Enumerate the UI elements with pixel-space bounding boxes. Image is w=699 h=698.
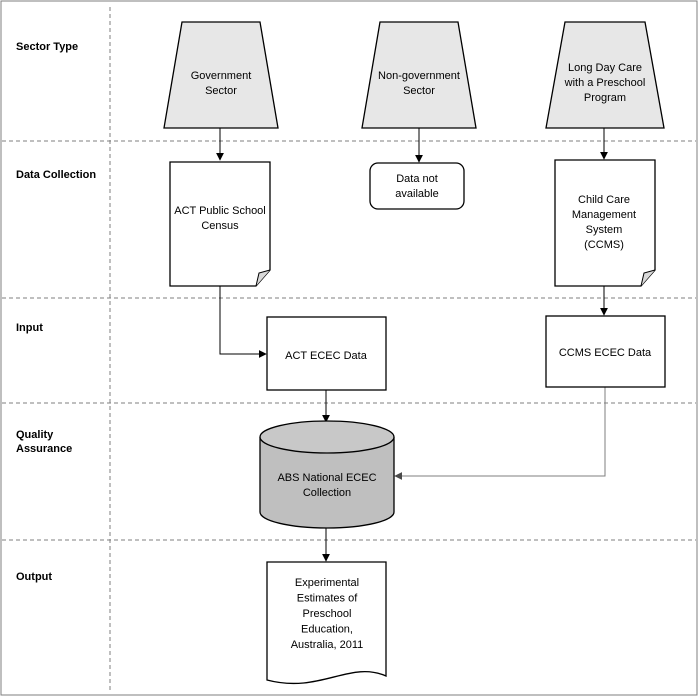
- trapezoid-shape: [361, 21, 477, 129]
- page-fold: [255, 269, 271, 287]
- lane-labels: Sector Type Data Collection Input Qualit…: [16, 41, 96, 583]
- node-label: ACT ECEC Data: [285, 350, 368, 362]
- node-ccms-ecec-data: CCMS ECEC Data: [545, 315, 666, 388]
- wavy-document-shape: [266, 561, 387, 685]
- lane-label-output: Output: [16, 571, 52, 583]
- lane-label-input: Input: [16, 322, 43, 334]
- process-box: [266, 316, 387, 391]
- document-shape: [554, 159, 656, 287]
- trapezoid-shape: [545, 21, 665, 129]
- process-box: [545, 315, 666, 388]
- cylinder-body: [259, 437, 395, 529]
- trapezoid-shape: [163, 21, 279, 129]
- arrow-census-to-act-ecec: [219, 286, 267, 358]
- node-label: CCMS ECEC Data: [559, 347, 652, 359]
- connectors: [216, 128, 608, 562]
- rounded-box: [369, 162, 465, 210]
- cylinder-top: [259, 420, 395, 454]
- arrow-ccms-ecec-to-abs: [394, 387, 606, 480]
- page-fold: [640, 269, 656, 287]
- lane-label-data-collection: Data Collection: [16, 169, 96, 181]
- lane-label-sector-type: Sector Type: [16, 41, 78, 53]
- node-act-ecec-data: ACT ECEC Data: [266, 316, 387, 391]
